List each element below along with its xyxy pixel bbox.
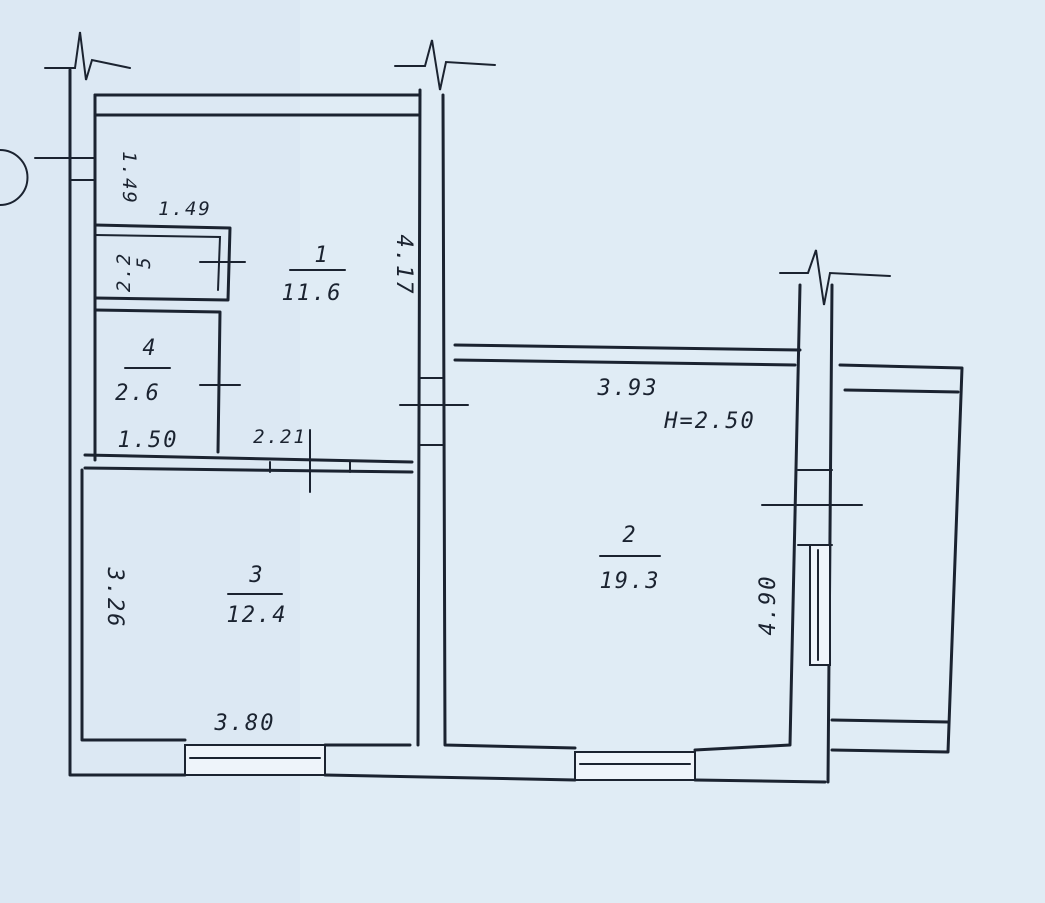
- wall-break-symbols: [44, 31, 891, 306]
- svg-text:2.6: 2.6: [115, 381, 161, 406]
- svg-text:1: 1: [314, 243, 329, 268]
- ceiling-height-label: H=2.50: [663, 409, 755, 434]
- svg-text:5: 5: [133, 255, 155, 268]
- outer-walls: [68, 68, 964, 784]
- dim-room3-width: 3.80: [214, 711, 276, 736]
- dim-room3-side: 3.26: [102, 567, 127, 629]
- dim-room2-width: 3.93: [597, 376, 659, 401]
- room-label-3: 3 12.4: [227, 563, 288, 628]
- svg-text:11.6: 11.6: [282, 281, 343, 306]
- dim-room2-side: 4.90: [756, 575, 781, 636]
- svg-text:2.2: 2.2: [113, 252, 135, 292]
- dim-room1-side: 4.17: [391, 235, 416, 296]
- svg-text:12.4: 12.4: [227, 603, 288, 628]
- room-label-5: 5 2.2: [113, 252, 155, 292]
- opening-ticks: [34, 157, 863, 546]
- window-bottom-right: [574, 751, 696, 781]
- room-label-2: 2 19.3: [599, 523, 661, 594]
- dim-hall-top-left: 1.49: [118, 151, 140, 205]
- dim-room1-bottom: 2.21: [253, 426, 307, 448]
- window-bottom-left: [184, 744, 326, 776]
- dim-closet-width: 1.49: [158, 198, 212, 220]
- circle-marker-fragment: [0, 149, 29, 206]
- window-right: [809, 544, 831, 666]
- dim-closet4-width: 1.50: [118, 428, 179, 453]
- room-label-1: 1 11.6: [282, 243, 346, 306]
- svg-text:19.3: 19.3: [600, 569, 661, 594]
- svg-text:4: 4: [142, 336, 157, 361]
- windows: [184, 544, 831, 781]
- svg-text:3: 3: [248, 563, 264, 588]
- dimension-labels: 1.49 1.49 4.17 1.50 2.21 3.26 3.80 3.93 …: [102, 151, 781, 736]
- svg-text:2: 2: [622, 523, 637, 548]
- interior-partitions: [83, 223, 414, 474]
- room-label-4: 4 2.6: [115, 336, 171, 406]
